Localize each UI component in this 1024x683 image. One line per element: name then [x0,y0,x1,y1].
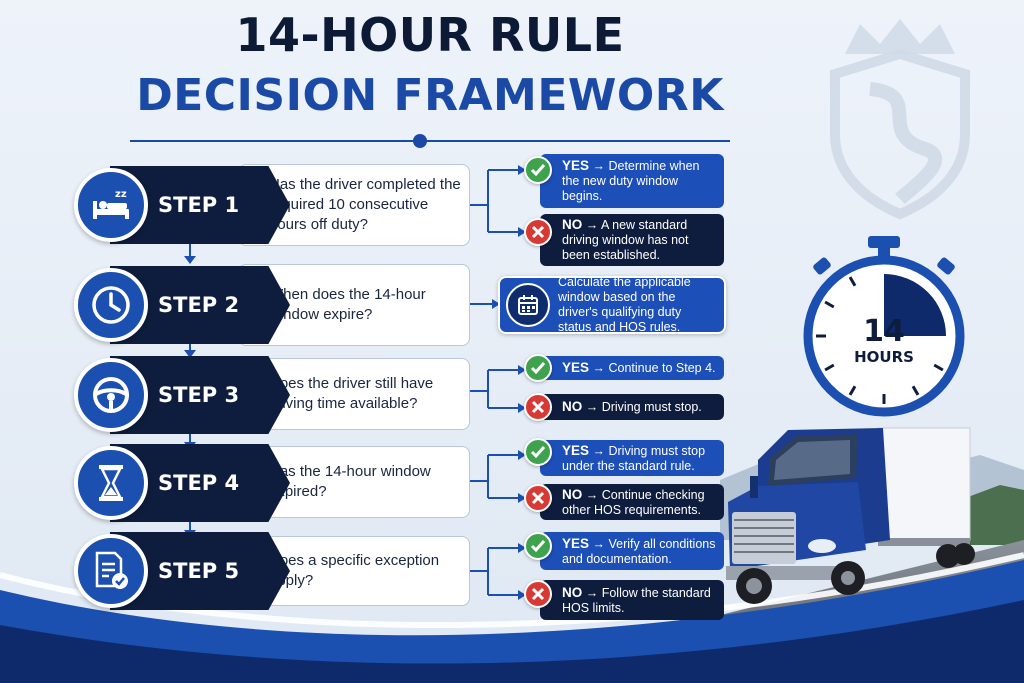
shield-logo-watermark [830,19,970,220]
step-3-no-text: Driving must stop. [601,400,702,414]
step-1-question-text: Has the driver completed the required 10… [269,176,461,233]
checklist-icon [95,551,128,589]
timer-number: 14 [863,314,905,349]
timer-tick [824,300,835,309]
step-1-banner: STEP 1 [110,166,290,244]
check-icon [524,532,552,560]
timer-tick [911,385,920,396]
arrow-glyph: → [592,361,606,375]
step-4-icon [74,446,148,520]
title-divider [130,140,730,142]
step-3-yes-answer: YES → Continue to Step 4. [540,356,724,380]
step-1-question: Has the driver completed the required 10… [238,164,470,246]
calendar-icon [506,283,550,327]
timer-tick [933,363,944,372]
step-3-yes-lead: YES [562,360,590,375]
step-4-no-text: Continue checking other HOS requirements… [562,487,705,517]
step-3-yes-text: Continue to Step 4. [608,361,716,375]
x-icon [524,580,552,608]
step-3-no-answer: NO → Driving must stop. [540,394,724,420]
title-line-2: DECISION FRAMEWORK [136,70,724,121]
arrow-glyph: → [585,585,599,600]
step-1-no-text: A new standard driving window has not be… [562,218,689,262]
step-3-label: STEP 3 [158,383,240,407]
check-icon [524,156,552,184]
step-2-result-text: Calculate the applicable window based on… [558,275,691,334]
x-icon [524,484,552,512]
step-5-question-text: Does a specific exception apply? [269,552,440,589]
step-3-icon [74,358,148,432]
stopwatch-14-hours [803,236,965,417]
step-1-label: STEP 1 [158,193,240,217]
arrow-glyph: → [585,487,599,502]
x-icon [524,218,552,246]
step-5-no-text: Follow the standard HOS limits. [562,585,711,615]
step-2-icon [74,268,148,342]
steering-wheel-icon [93,377,129,413]
timer-tick [848,385,857,396]
step-1-yes-text: Determine when the new duty window begin… [562,159,700,203]
x-icon [524,393,552,421]
step-1-no-lead: NO [562,217,583,232]
bed-icon: zz [93,189,129,219]
timer-label: 14 HOURS [834,314,934,367]
step-4-yes-text: Driving must stop under the standard rul… [562,443,706,473]
step-2-question-text: When does the 14-hour window expire? [269,286,426,323]
step-4-yes-lead: YES [562,442,590,458]
arrow-glyph: → [592,443,606,458]
step-4-no-answer: NO → Continue checking other HOS require… [540,484,724,520]
clock-icon [92,286,130,324]
step-1-icon: zz [74,168,148,242]
step-5-label: STEP 5 [158,559,240,583]
check-icon [524,354,552,382]
timer-tick [848,276,857,287]
arrow-glyph: → [592,536,606,551]
step-5-yes-answer: YES → Verify all conditions and document… [540,532,724,570]
step-2-label: STEP 2 [158,293,240,317]
truck-illustration [726,427,975,604]
timer-tick [824,363,835,372]
step-4-yes-answer: YES → Driving must stop under the standa… [540,440,724,476]
svg-text:zz: zz [115,189,127,200]
arrow-glyph: → [585,400,599,414]
step-1-no-answer: NO → A new standard driving window has n… [540,214,724,266]
title-line-1: 14-HOUR RULE [235,8,625,62]
arrow-glyph: → [592,159,606,173]
step-3-question-text: Does the driver still have driving time … [269,375,434,412]
step-5-icon [74,534,148,608]
step-3-no-lead: NO [562,399,583,414]
step-5-yes-text: Verify all conditions and documentation. [562,536,716,566]
step-4-label: STEP 4 [158,471,240,495]
timer-unit: HOURS [854,348,914,366]
hourglass-icon [99,465,123,501]
step-5-yes-lead: YES [562,535,590,551]
step-1-yes-answer: YES → Determine when the new duty window… [540,154,724,208]
step-4-question-text: Has the 14-hour window expired? [269,463,431,500]
step-5-no-answer: NO → Follow the standard HOS limits. [540,580,724,620]
arrow-glyph: → [585,218,599,232]
step-1-yes-lead: YES [562,158,590,173]
step-2-question: When does the 14-hour window expire? [238,264,470,346]
step-5-no-lead: NO [562,584,583,600]
step-4-no-lead: NO [562,486,583,502]
check-icon [524,438,552,466]
title-divider-dot [413,134,427,148]
